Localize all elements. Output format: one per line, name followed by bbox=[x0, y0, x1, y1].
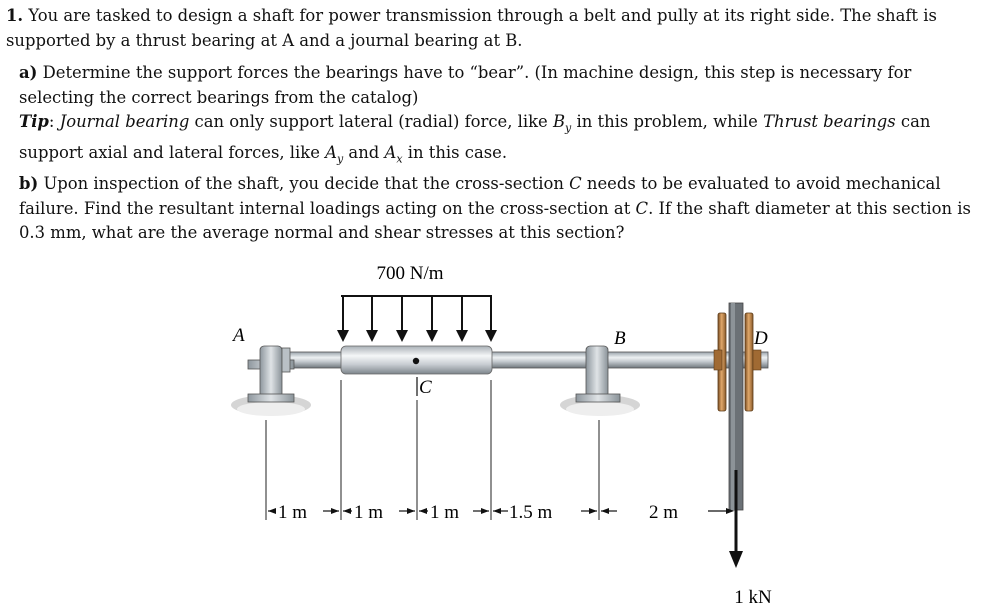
part-b-text-3: . If the shaft diameter at this section … bbox=[19, 198, 971, 243]
part-b-label: b) bbox=[19, 174, 39, 193]
point-c bbox=[412, 357, 420, 365]
dim-4: 1.5 m bbox=[509, 502, 553, 523]
part-a-text: Determine the support forces the bearing… bbox=[19, 63, 912, 107]
tip-text-3: can support axial and lateral forces, li… bbox=[19, 112, 931, 162]
problem-number: 1. bbox=[6, 6, 24, 25]
distributed-load bbox=[337, 295, 497, 342]
tip-text-5: in this case. bbox=[407, 142, 508, 162]
var-C-1: C bbox=[569, 174, 582, 193]
tip-text-4: and bbox=[348, 142, 380, 162]
tip-label: Tip bbox=[19, 112, 49, 131]
tip-thrust: Thrust bearings bbox=[763, 112, 896, 131]
tip-journal: Journal bearing bbox=[59, 112, 190, 131]
pulley-d bbox=[713, 302, 762, 511]
var-Ay: Ay bbox=[325, 142, 344, 166]
load-label: 700 N/m bbox=[376, 263, 443, 284]
label-a: A bbox=[231, 325, 245, 346]
part-a: a) Determine the support forces the bear… bbox=[19, 63, 931, 166]
label-c: C bbox=[419, 377, 432, 398]
force-arrow bbox=[729, 470, 743, 568]
force-label: 1 kN bbox=[734, 587, 772, 608]
part-b-text-1: Upon inspection of the shaft, you decide… bbox=[43, 174, 564, 193]
dim-1: 1 m bbox=[278, 502, 307, 523]
shaft bbox=[267, 345, 769, 375]
dim-3: 1 m bbox=[430, 502, 459, 523]
part-b: b) Upon inspection of the shaft, you dec… bbox=[19, 172, 981, 246]
var-By: By bbox=[552, 112, 572, 135]
problem-intro: 1. You are tasked to design a shaft for … bbox=[6, 4, 981, 53]
tip-text-1: can only support lateral (radial) force,… bbox=[194, 112, 548, 131]
part-b-text-2: needs to be evaluated to avoid mechanica… bbox=[19, 174, 941, 218]
bearing-b bbox=[575, 345, 621, 403]
dim-5: 2 m bbox=[649, 502, 678, 523]
var-Ax: Ax bbox=[384, 142, 403, 166]
dim-2: 1 m bbox=[354, 502, 383, 523]
part-a-label: a) bbox=[19, 63, 38, 82]
extension-lines bbox=[265, 380, 600, 520]
bearing-a bbox=[247, 345, 295, 403]
dimension-labels: 1 m 1 m 1 m 1.5 m 2 m bbox=[278, 502, 678, 523]
intro-text: You are tasked to design a shaft for pow… bbox=[6, 6, 937, 50]
label-b: B bbox=[614, 328, 626, 349]
label-d: D bbox=[753, 328, 768, 349]
var-C-2: C bbox=[635, 198, 649, 218]
dimension-arrows bbox=[268, 508, 734, 514]
tip-text-2: in this problem, while bbox=[576, 112, 758, 131]
